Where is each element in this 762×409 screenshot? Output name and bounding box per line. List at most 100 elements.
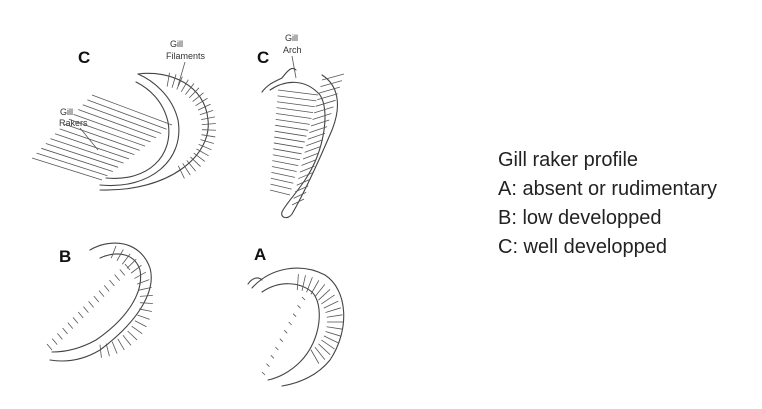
gill-filament-line	[318, 288, 331, 301]
gill-filament-line	[182, 163, 191, 176]
gill-filament-line	[306, 139, 324, 147]
gill-raker-line	[88, 301, 94, 308]
gill-filament-line	[323, 300, 339, 309]
gill-filament-line	[201, 116, 215, 121]
gill-raker-line	[114, 274, 120, 281]
gill-filament-line	[116, 249, 124, 261]
gill-raker-line	[124, 263, 131, 271]
gill-filament-line	[307, 132, 326, 140]
gill-filament-line	[192, 92, 204, 102]
gill-filament-line	[193, 152, 206, 162]
gill-filament-line	[326, 314, 343, 318]
gill-filament-line	[320, 80, 343, 87]
gill-filament-line	[134, 271, 147, 279]
gill-raker-line	[103, 285, 110, 292]
gill-filament-line	[180, 79, 189, 92]
gill-raker-line	[269, 189, 291, 196]
gill-raker-line	[283, 330, 288, 334]
gill-filament-line	[318, 343, 331, 356]
gill-filament-line	[188, 87, 200, 99]
gill-raker-line	[279, 338, 284, 342]
gill-filament-line	[312, 113, 332, 120]
gill-filament-line	[317, 93, 338, 101]
gill-raker-line	[261, 371, 266, 376]
gill-raker-line	[91, 94, 173, 126]
leader-arch	[291, 55, 297, 79]
gill-raker-line	[50, 138, 124, 164]
label-gill-rakers-2: Rakers	[59, 118, 88, 128]
panel-letter-c2: C	[257, 48, 269, 67]
gill-raker-line	[270, 177, 294, 184]
gill-raker-line	[57, 333, 63, 340]
gill-filament-line	[137, 314, 150, 320]
gill-raker-line	[277, 101, 315, 108]
leader-filaments	[177, 61, 186, 87]
gill-raker-line	[54, 133, 130, 160]
gill-raker-line	[273, 148, 302, 155]
gill-filament-line	[130, 265, 142, 274]
label-gill-filaments-2: Filaments	[166, 51, 206, 61]
gill-raker-line	[119, 269, 126, 276]
gill-raker-line	[275, 346, 279, 351]
gill-raker-line	[73, 114, 151, 143]
gill-filament-line	[117, 338, 125, 351]
gill-raker-line	[277, 89, 319, 96]
gill-filament-line	[309, 126, 328, 134]
gill-filament-line	[314, 284, 326, 298]
gill-filament-line	[301, 159, 317, 166]
gill-arch-drawing-b	[46, 242, 153, 362]
gill-raker-line	[41, 147, 113, 172]
gill-raker-line	[51, 338, 58, 345]
gill-raker-line	[109, 279, 115, 287]
gill-filament-line	[139, 302, 153, 304]
gill-filament-line	[198, 143, 212, 151]
gill-filament-line	[190, 156, 201, 167]
gill-filament-line	[110, 245, 117, 259]
gill-raker-line	[93, 295, 100, 303]
gill-raker-line	[274, 130, 307, 137]
gill-filament-line	[111, 341, 118, 354]
gill-raker-line	[275, 124, 309, 131]
gill-filament-line	[296, 178, 311, 186]
gill-raker-line	[77, 311, 84, 319]
gill-filament-line	[171, 74, 177, 88]
gill-filament-line	[302, 152, 319, 160]
gill-raker-line	[266, 363, 270, 367]
gill-filament-line	[321, 294, 335, 305]
gill-raker-line	[98, 290, 105, 297]
gill-raker-line	[297, 305, 301, 309]
gill-filament-line	[139, 308, 152, 312]
gill-filament-line	[298, 172, 313, 180]
gill-raker-line	[275, 119, 310, 125]
gill-raker-line	[59, 128, 135, 155]
panel-letter-c1: C	[78, 48, 90, 67]
gill-filament-line	[138, 286, 152, 291]
gill-filament-line	[134, 320, 147, 328]
gill-filament-line	[310, 119, 330, 127]
gill-raker-line	[36, 152, 108, 177]
gill-filament-line	[127, 330, 138, 341]
gill-filament-line	[321, 339, 335, 350]
gill-filament-line	[325, 331, 341, 337]
gill-filament-line	[310, 280, 320, 295]
gill-filament-line	[166, 72, 170, 87]
gill-raker-line	[45, 143, 119, 168]
gill-filament-line	[126, 258, 137, 269]
gill-filament-line	[99, 344, 102, 358]
label-gill-rakers-1: Gill	[60, 107, 73, 117]
gill-raker-line	[292, 313, 297, 317]
gill-raker-line	[277, 95, 317, 102]
gill-filament-line	[294, 185, 309, 193]
gill-filament-line	[195, 97, 208, 107]
gill-filament-line	[136, 279, 150, 285]
legend-item-b: B: low developped	[498, 207, 662, 229]
gill-filament-line	[310, 349, 320, 364]
gill-filament-line	[122, 335, 132, 346]
gill-filament-line	[291, 198, 305, 206]
gill-arch-drawing-a	[247, 267, 345, 387]
gill-filament-line	[200, 139, 214, 144]
gill-raker-line	[271, 171, 296, 178]
gill-filament-line	[201, 129, 216, 131]
gill-filament-line	[186, 160, 196, 172]
gill-filament-line	[201, 123, 216, 126]
